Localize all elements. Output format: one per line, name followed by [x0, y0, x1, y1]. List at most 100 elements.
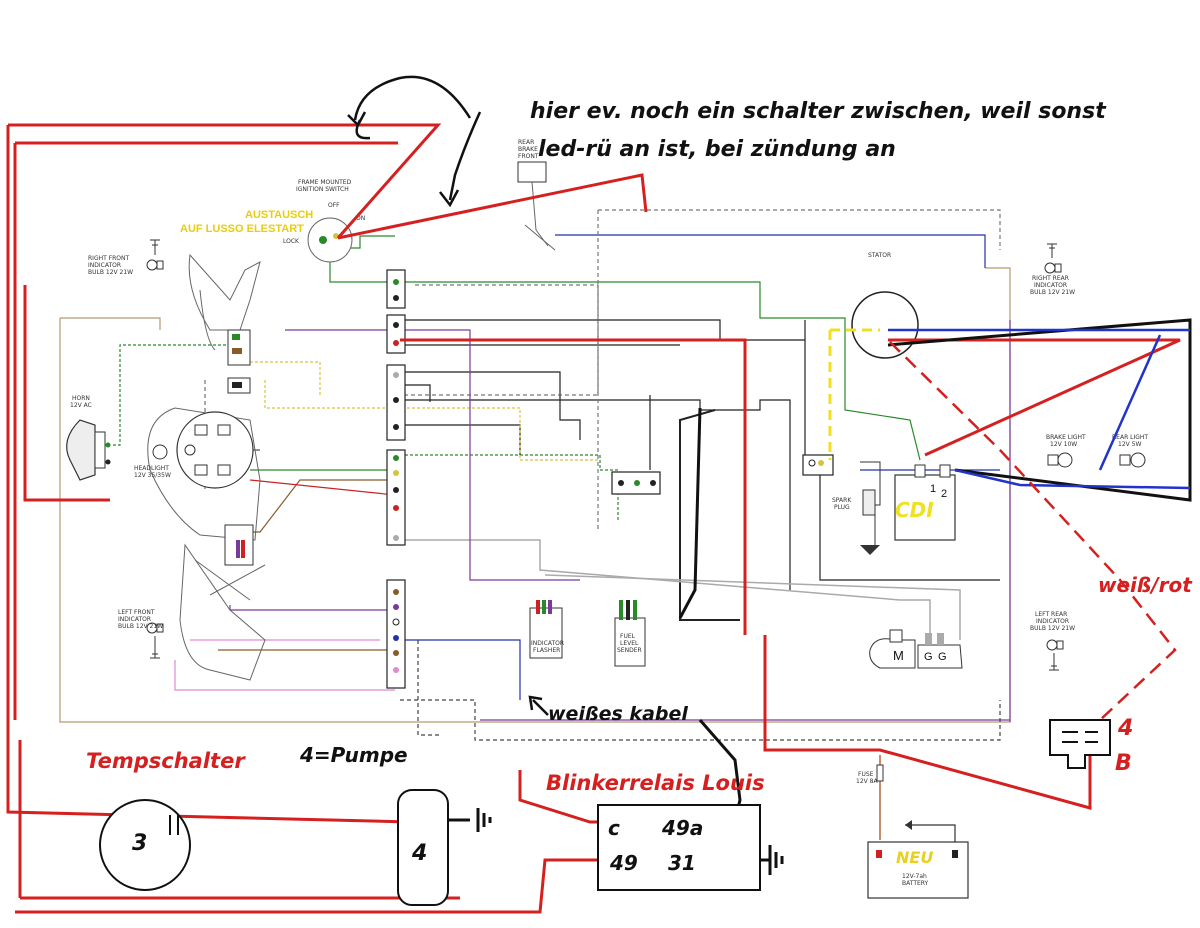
brake-label-1: BRAKE LIGHT: [1046, 434, 1086, 441]
off-label: OFF: [328, 202, 340, 209]
flasher-label-2: FLASHER: [533, 647, 560, 654]
rear-brake-label-3: FRONT: [518, 153, 539, 160]
fuel-label-1: FUEL: [620, 633, 636, 640]
horn-label-2: 12V AC: [70, 402, 92, 409]
left-handlebar-switch: [224, 524, 254, 566]
connector-pins: [392, 279, 824, 673]
rr-label-3: BULB 12V 21W: [1030, 289, 1075, 296]
g-label-2: G: [938, 651, 947, 663]
ignition-switch: FRAME MOUNTED IGNITION SWITCH OFF ON LOC…: [283, 179, 365, 263]
spark-plug: SPARK PLUG: [832, 461, 881, 555]
rear-light: REAR LIGHT 12V 5W: [1112, 434, 1148, 468]
headlight-label-1: HEADLIGHT: [134, 465, 169, 472]
fuse-label-2: 12V 8A: [856, 778, 878, 785]
lr-label-2: INDICATOR: [1036, 618, 1069, 625]
rear-brake-switch: REAR BRAKE FRONT: [517, 139, 556, 251]
connector-4-label: 4: [1117, 716, 1133, 741]
stator-label: STATOR: [868, 252, 891, 259]
tempschalter-label: Tempschalter: [86, 749, 246, 773]
ignition-label-1: FRAME MOUNTED: [298, 179, 352, 186]
fuel-label-2: LEVEL: [620, 640, 639, 647]
right-front-indicator: RIGHT FRONT INDICATOR BULB 12V 21W: [88, 239, 164, 276]
weiss-rot-label: weiß/rot: [1098, 573, 1193, 597]
horn-label-1: HORN: [72, 395, 90, 402]
on-label: ON: [356, 215, 365, 222]
cdi-label: CDI: [895, 498, 934, 522]
g-label-1: G: [924, 651, 933, 663]
connector-block-2: [386, 314, 406, 354]
flasher-label-1: INDICATOR: [531, 640, 564, 647]
fuse-label-1: FUSE: [858, 771, 874, 778]
relay-49a: 49a: [661, 816, 703, 840]
spark-label-2: PLUG: [834, 504, 850, 511]
headlight: HEADLIGHT 12V 35/35W: [134, 411, 254, 489]
connector-b-label: B: [1115, 751, 1132, 776]
cdi-pin-1: 1: [930, 483, 936, 495]
relay-31: 31: [668, 851, 696, 875]
ignition-label-2: IGNITION SWITCH: [296, 186, 349, 193]
regulator: G G: [917, 633, 963, 669]
lf-label-3: BULB 12V 21W: [118, 623, 163, 630]
brake-label-2: 12V 10W: [1050, 441, 1077, 448]
weisses-kabel-label: weißes kabel: [548, 703, 688, 725]
pump-num: 4: [411, 841, 427, 866]
indicator-flasher: INDICATOR FLASHER: [529, 600, 564, 659]
original-wiring: [59, 209, 1011, 741]
battery: NEU 12V-7ah BATTERY: [867, 820, 969, 899]
rf-label-3: BULB 12V 21W: [88, 269, 133, 276]
temp-num: 3: [132, 831, 147, 856]
pumpe: 4: [397, 789, 449, 906]
curved-arrows: [347, 75, 482, 208]
rear-label-2: 12V 5W: [1118, 441, 1141, 448]
connector-blocks: [386, 269, 834, 689]
brake-light: BRAKE LIGHT 12V 10W: [1046, 434, 1086, 468]
right-handlebar-switch: [227, 329, 251, 394]
lock-label: LOCK: [283, 238, 300, 245]
rear-label-1: REAR LIGHT: [1112, 434, 1148, 441]
neu-label: NEU: [896, 848, 933, 867]
rr-label-1: RIGHT REAR: [1032, 275, 1069, 282]
pumpe-label: 4=Pumpe: [299, 743, 408, 767]
connector-block-5: [386, 579, 406, 689]
fuel-level-sender: FUEL LEVEL SENDER: [614, 600, 646, 667]
weisses-kabel-arrow: [528, 695, 549, 716]
handlebar-outline: [147, 253, 266, 681]
left-front-indicator: LEFT FRONT INDICATOR BULB 12V 21W: [118, 609, 164, 659]
relay-49: 49: [609, 851, 638, 875]
lf-label-1: LEFT FRONT: [118, 609, 155, 616]
connector-4b: [1049, 719, 1111, 769]
tempschalter: 3: [99, 799, 191, 891]
horn: HORN 12V AC: [66, 395, 111, 481]
blinkerrelais-label: Blinkerrelais Louis: [546, 771, 765, 795]
austausch-label-1: AUSTAUSCH: [245, 209, 313, 221]
fuse: FUSE 12V 8A: [856, 755, 884, 840]
red-dashed-wire: [889, 341, 1177, 721]
battery-label-2: BATTERY: [902, 880, 929, 887]
starter-motor: M: [869, 629, 916, 669]
fuel-label-3: SENDER: [617, 647, 642, 654]
lf-label-2: INDICATOR: [118, 616, 151, 623]
spark-label-1: SPARK: [832, 497, 852, 504]
rf-label-1: RIGHT FRONT: [88, 255, 130, 262]
lr-label-1: LEFT REAR: [1035, 611, 1067, 618]
connector-block-1: [386, 269, 406, 309]
red-annotation-wires: [6, 123, 1181, 914]
rear-brake-label-1: REAR: [518, 139, 534, 146]
blue-annotation-wires: [888, 328, 1191, 490]
cdi-pin-2: 2: [941, 488, 947, 500]
connector-block-4: [386, 449, 406, 546]
cdi-unit: CDI 1 2: [894, 464, 956, 541]
right-rear-indicator: RIGHT REAR INDICATOR BULB 12V 21W: [1030, 243, 1075, 296]
note-line-1: hier ev. noch ein schalter zwischen, wei…: [530, 99, 1107, 124]
left-rear-indicator: LEFT REAR INDICATOR BULB 12V 21W: [1030, 611, 1075, 671]
motor-label: M: [893, 648, 904, 663]
headlight-label-2: 12V 35/35W: [134, 472, 171, 479]
battery-label-1: 12V-7ah: [902, 873, 927, 880]
note-line-2: led-rü an ist, bei zündung an: [538, 137, 896, 162]
blinkerrelais-box: c 49a 49 31: [597, 804, 761, 891]
lr-label-3: BULB 12V 21W: [1030, 625, 1075, 632]
rear-brake-label-2: BRAKE: [518, 146, 538, 153]
rr-label-2: INDICATOR: [1034, 282, 1067, 289]
yellow-dashed-wire: [828, 328, 880, 460]
